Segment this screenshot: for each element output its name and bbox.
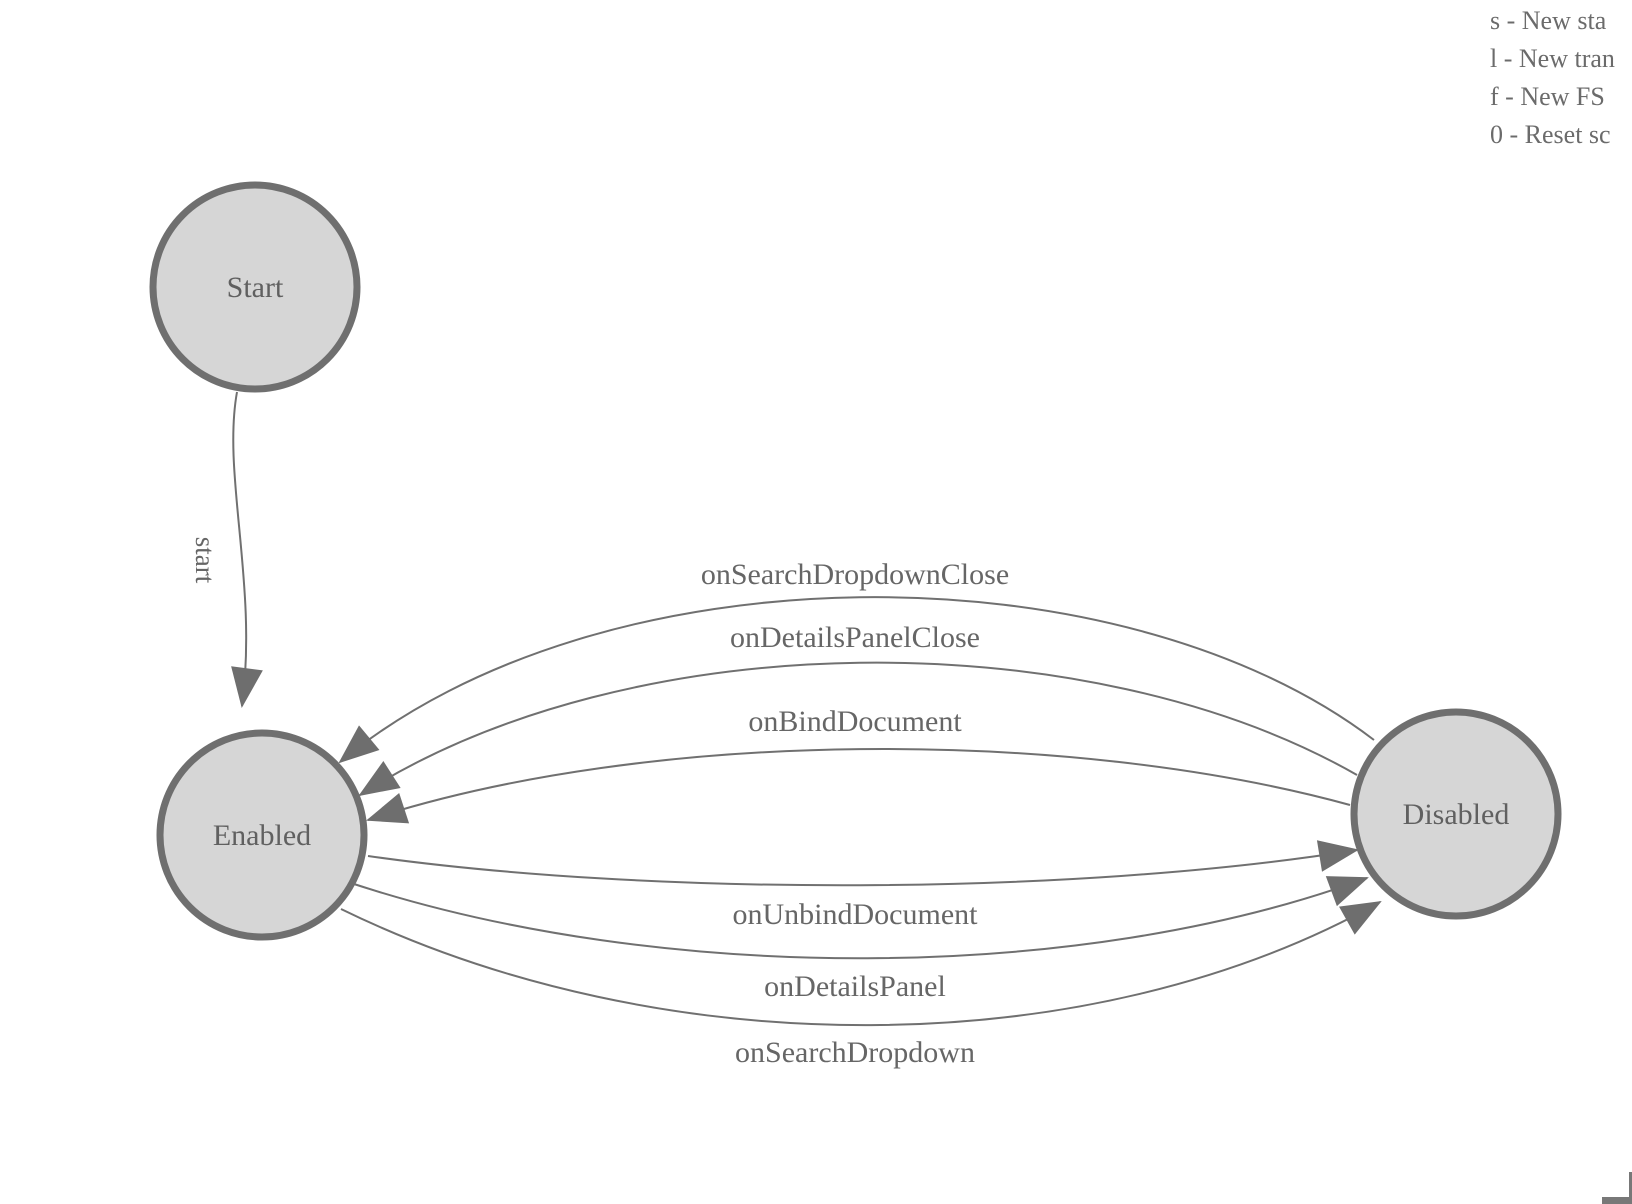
state-node-start[interactable] [149, 181, 361, 393]
edge-onSearchDropdownClose[interactable] [338, 596, 1375, 764]
state-node-disabled[interactable] [1350, 708, 1562, 920]
canvas-corner-mark-vertical [1629, 1172, 1632, 1204]
legend-line-new-fsm: f - New FS [1490, 82, 1605, 111]
edge-onUnbindDocument[interactable] [367, 840, 1359, 887]
edge-start[interactable] [231, 391, 263, 708]
edge-onBindDocument[interactable] [366, 748, 1351, 824]
edge-label-onDetailsPanel: onDetailsPanel [764, 970, 946, 1003]
edge-onSearchDropdown[interactable] [340, 901, 1382, 1027]
edge-label-onBindDocument: onBindDocument [748, 705, 962, 738]
legend-line-new-state: s - New sta [1490, 6, 1607, 35]
state-label-start: Start [227, 271, 284, 304]
state-node-enabled[interactable] [156, 729, 368, 941]
edge-onDetailsPanel[interactable] [353, 876, 1369, 960]
edge-label-onSearchDropdown: onSearchDropdown [735, 1036, 975, 1069]
legend-line-new-transition: l - New tran [1490, 44, 1615, 73]
state-label-disabled: Disabled [1403, 798, 1510, 831]
edge-label-onUnbindDocument: onUnbindDocument [733, 898, 979, 931]
edge-label-onDetailsPanelClose: onDetailsPanelClose [730, 621, 980, 654]
legend-line-reset: 0 - Reset sc [1490, 120, 1611, 149]
state-label-enabled: Enabled [213, 819, 311, 852]
canvas-corner-mark-horizontal [1602, 1197, 1632, 1204]
edge-label-onSearchDropdownClose: onSearchDropdownClose [701, 558, 1009, 591]
edge-label-start: start [190, 537, 220, 584]
edge-onDetailsPanelClose[interactable] [358, 661, 1358, 797]
shortcut-legend: s - New sta l - New tran f - New FS 0 - … [1490, 2, 1615, 154]
